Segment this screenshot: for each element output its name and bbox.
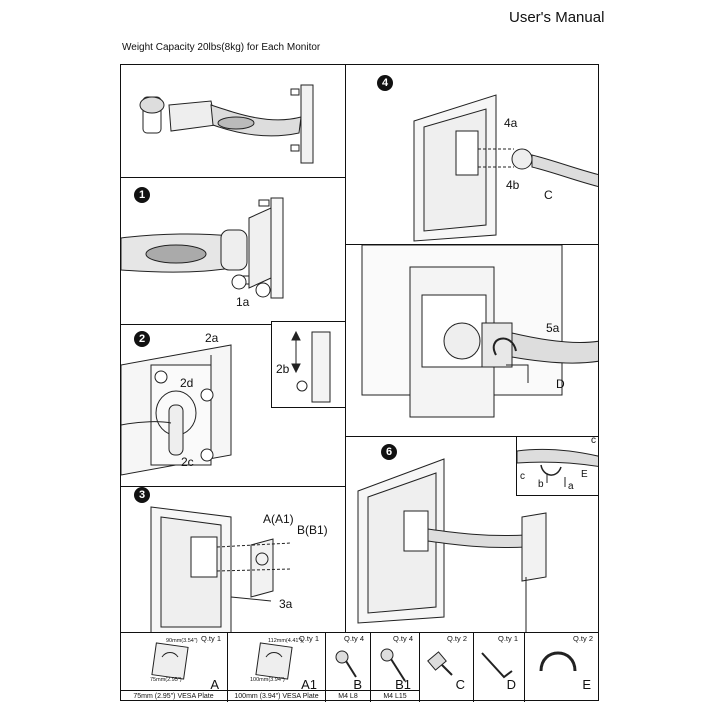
part-code: A [210,677,219,692]
part-quantity: Q.ty 1 [298,634,319,643]
part-quantity: Q.ty 1 [497,634,518,643]
label-e: E [581,469,588,480]
part-caption: M4 L8 [326,690,370,702]
part-quantity: Q.ty 4 [392,634,413,643]
part-b: Q.ty 4 B M4 L8 [326,633,371,702]
label-2a: 2a [205,331,219,345]
long-screw-icon [380,648,406,682]
step-1-number: 1 [134,187,150,203]
part-a1: Q.ty 1 112mm(4.41") 100mm(3.94") A1 100m… [228,633,326,702]
step-3-number: 3 [134,487,150,503]
step-6-number: 6 [381,444,397,460]
label-2b: 2b [276,362,290,376]
label-d-step5: D [556,377,565,391]
part-d: Q.ty 1 D [474,633,525,702]
part-caption: M4 L15 [371,690,419,702]
step-6-illustration [357,458,547,632]
allen-key-icon [481,652,513,679]
cable-clip-icon [539,651,577,672]
step-2-inset-panel: 2b [271,321,346,408]
thumb-screw-icon [427,651,453,676]
part-a: Q.ty 1 90mm(3.54") 75mm(2.95") A 75mm (2… [120,633,228,702]
vesa-plate-icon [255,642,293,680]
label-4b: 4b [506,178,520,192]
part-code: A1 [301,677,317,692]
vesa-plate-icon [151,642,189,680]
step-4-panel: 4 4a 4b C [345,64,599,245]
part-c: Q.ty 2 C [420,633,474,702]
label-2c: 2c [181,455,194,469]
step-1-illustration [121,197,284,299]
step-2b-illustration [291,330,331,403]
step-5-illustration [361,245,598,418]
label-5a: 5a [546,321,560,335]
part-code: B1 [395,677,411,692]
step-4-number: 4 [377,75,393,91]
label-1a: 1a [236,295,250,309]
part-quantity: Q.ty 1 [200,634,221,643]
step-6-panel: 6 c E c b a [345,436,599,633]
parts-list: Q.ty 1 90mm(3.54") 75mm(2.95") A 75mm (2… [120,632,599,702]
weight-capacity-note: Weight Capacity 20lbs(8kg) for Each Moni… [122,42,321,53]
clip-detail-illustration [517,448,598,487]
plate-height-dim: 75mm(2.95") [150,677,182,683]
label-c-step4: C [544,188,553,202]
part-caption: 75mm (2.95") VESA Plate [120,690,227,702]
label-a-arrow: a [568,481,574,492]
label-c-left: c [520,471,525,482]
part-b1: Q.ty 4 B1 M4 L15 [371,633,420,702]
step-6-inset-panel: c E c b a [516,436,598,496]
label-3a: 3a [279,597,293,611]
plate-width-dim: 112mm(4.41") [268,638,303,644]
label-b-arrow: b [538,479,544,490]
screw-icon [335,650,357,678]
step-3-illustration [150,506,292,632]
part-code: D [506,677,516,692]
plate-height-dim: 100mm(3.94") [250,677,285,683]
label-b-b1: B(B1) [297,523,328,537]
step-3-panel: 3 A(A1) B(B1) 3a [120,486,346,633]
part-code: C [455,677,465,692]
part-code: B [353,677,362,692]
overview-panel [120,64,346,178]
step-2-number: 2 [134,331,150,347]
part-e: Q.ty 2 E [525,633,599,702]
page-title: User's Manual [509,9,605,26]
part-quantity: Q.ty 2 [572,634,593,643]
label-4a: 4a [504,116,518,130]
part-quantity: Q.ty 2 [446,634,467,643]
step-1-panel: 1 1a [120,177,346,325]
label-a-a1: A(A1) [263,512,294,526]
part-quantity: Q.ty 4 [343,634,364,643]
plate-width-dim: 90mm(3.54") [166,638,198,644]
part-caption: 100mm (3.94") VESA Plate [228,690,325,702]
label-2d: 2d [180,376,194,390]
label-c-top: c [591,436,596,446]
step-2-illustration [121,344,232,476]
part-code: E [582,677,591,692]
step-4-illustration [413,94,598,242]
arm-overview-illustration [139,84,314,164]
step-5-panel: 5 5a D [345,244,599,437]
